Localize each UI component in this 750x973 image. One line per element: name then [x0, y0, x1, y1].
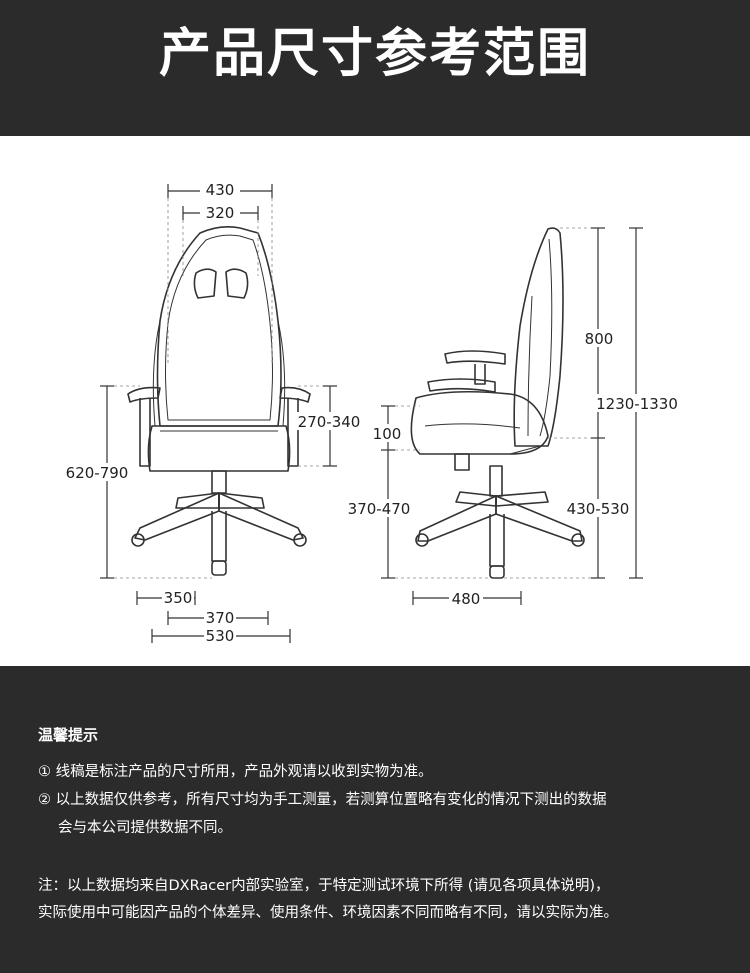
dim-backrest-height: 800 — [585, 330, 614, 348]
note-item-2-line-2: 会与本公司提供数据不同。 — [58, 820, 232, 836]
dim-seat-width: 370 — [206, 609, 235, 627]
note-item-1: ① 线稿是标注产品的尺寸所用，产品外观请以收到实物为准。 — [38, 764, 433, 780]
dim-seat-depth-front: 350 — [164, 589, 193, 607]
front-dimension-labels: 430 320 270-340 620-790 350 370 530 — [63, 181, 362, 645]
dim-seat-thickness: 100 — [373, 425, 402, 443]
dim-seat-depth: 480 — [452, 590, 481, 608]
footnote-line-1: 注：以上数据均来自DXRacer内部实验室，于特定测试环境下所得 (请见各项具体… — [38, 878, 610, 894]
notes-section: 温馨提示 ① 线稿是标注产品的尺寸所用，产品外观请以收到实物为准。 ② 以上数据… — [0, 666, 750, 973]
dim-total-height: 1230-1330 — [596, 395, 678, 413]
footnote-line-2: 实际使用中可能因产品的个体差异、使用条件、环境因素不同而略有不同，请以实际为准。 — [38, 905, 618, 921]
side-chair-illustration — [410, 227, 585, 579]
header-bar: 产品尺寸参考范围 — [0, 0, 750, 136]
note-item-2-line-1: ② 以上数据仅供参考，所有尺寸均为手工测量，若测算位置略有变化的情况下测出的数据 — [38, 792, 607, 808]
chair-drawings: 430 320 270-340 620-790 350 370 530 800 … — [63, 181, 680, 645]
dim-base-width: 530 — [206, 627, 235, 645]
front-chair-illustration — [127, 226, 311, 576]
dim-armrest-height: 270-340 — [298, 413, 361, 431]
dim-seat-height-total: 620-790 — [66, 464, 129, 482]
notes-heading: 温馨提示 — [38, 726, 99, 744]
dimension-diagram: 430 320 270-340 620-790 350 370 530 800 … — [0, 136, 750, 666]
side-dimension-labels: 800 1230-1330 100 370-470 430-530 480 — [346, 329, 680, 608]
dim-seat-height: 370-470 — [348, 500, 411, 518]
dim-armrest-floor: 430-530 — [567, 500, 630, 518]
page-title: 产品尺寸参考范围 — [158, 23, 591, 84]
dim-backrest-width-inner: 320 — [206, 204, 235, 222]
dim-backrest-width-outer: 430 — [206, 181, 235, 199]
